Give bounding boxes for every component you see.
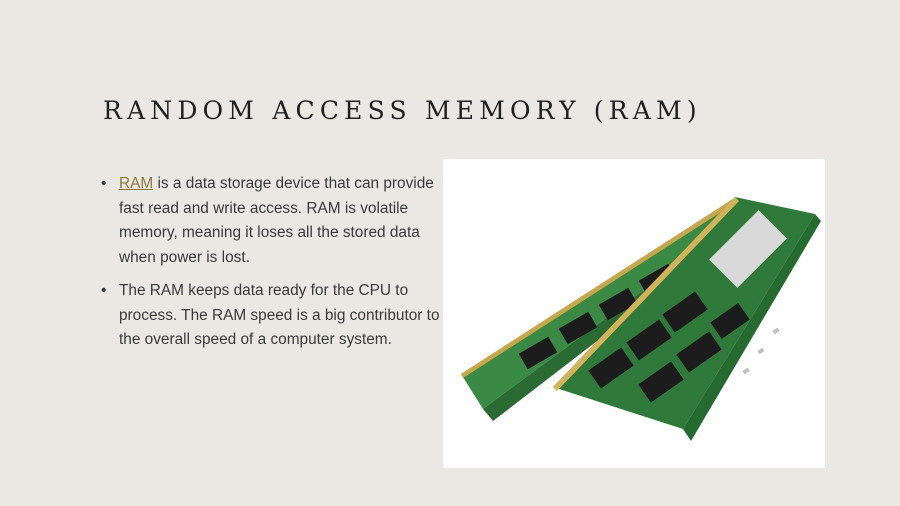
ram-link[interactable]: RAM bbox=[119, 175, 154, 192]
slide-title: RANDOM ACCESS MEMORY (RAM) bbox=[103, 96, 702, 125]
bullet-list: • RAM is a data storage device that can … bbox=[101, 172, 441, 362]
bullet-text: The RAM keeps data ready for the CPU to … bbox=[119, 282, 440, 348]
bullet-dot: • bbox=[101, 175, 107, 192]
bullet-item: • RAM is a data storage device that can … bbox=[101, 172, 441, 270]
ram-modules-illustration bbox=[461, 197, 821, 441]
bullet-dot: • bbox=[101, 282, 107, 299]
bullet-item: • The RAM keeps data ready for the CPU t… bbox=[101, 279, 441, 353]
ram-module-front bbox=[553, 197, 821, 441]
bullet-text: is a data storage device that can provid… bbox=[119, 175, 434, 266]
ram-modules-photo bbox=[443, 159, 825, 468]
